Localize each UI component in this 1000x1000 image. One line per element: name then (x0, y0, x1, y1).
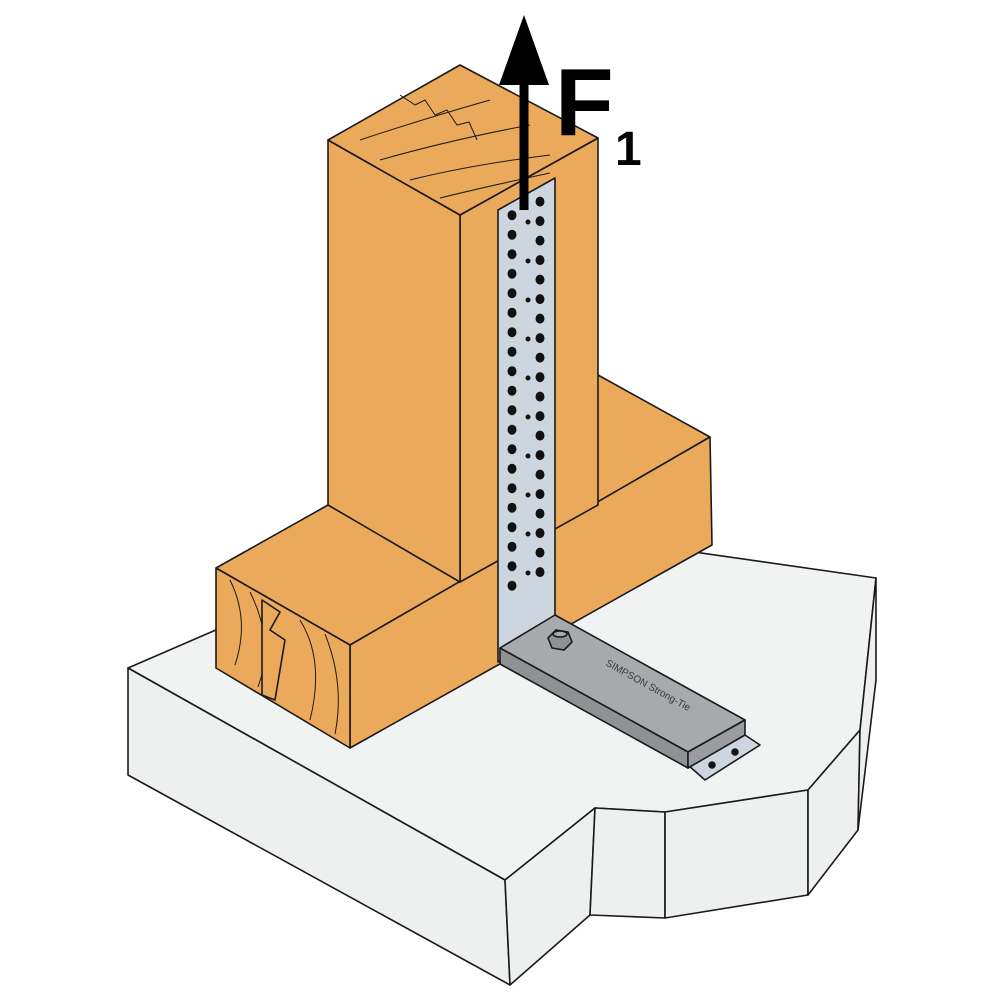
nail-hole (507, 483, 517, 494)
force-subscript: 1 (615, 123, 642, 176)
nail-hole (535, 528, 545, 539)
nail-hole (507, 288, 517, 299)
nail-hole (535, 430, 545, 441)
nail-hole (535, 235, 545, 246)
nail-hole (535, 567, 545, 578)
holdown-bracket (499, 614, 761, 781)
nail-hole (507, 502, 517, 513)
nail-hole (525, 297, 531, 303)
nail-hole (507, 307, 517, 318)
nail-hole (535, 469, 545, 480)
nail-hole (507, 444, 517, 455)
nail-hole (507, 580, 517, 591)
nail-hole (525, 414, 531, 420)
nail-hole (507, 561, 517, 572)
nail-hole (535, 547, 545, 558)
nail-hole (535, 196, 545, 207)
nail-hole (507, 249, 517, 260)
nail-hole (525, 219, 531, 225)
nail-hole (525, 492, 531, 498)
nail-hole (507, 229, 517, 240)
nail-hole (507, 327, 517, 338)
nail-hole (535, 352, 545, 363)
nail-hole (525, 531, 531, 537)
nail-hole (535, 294, 545, 305)
nail-hole (535, 489, 545, 500)
nail-hole (535, 274, 545, 285)
nail-hole (535, 391, 545, 402)
nail-hole (507, 366, 517, 377)
nail-hole (525, 570, 531, 576)
nail-hole (525, 336, 531, 342)
strap-tie (497, 177, 556, 663)
nail-hole (535, 216, 545, 227)
nail-hole (525, 258, 531, 264)
nail-hole (507, 424, 517, 435)
nail-hole (525, 453, 531, 459)
nail-hole (507, 268, 517, 279)
nail-hole (507, 385, 517, 396)
nail-hole (507, 463, 517, 474)
anchor-bolt-nut (547, 629, 573, 651)
nail-hole (535, 333, 545, 344)
nail-hole (535, 372, 545, 383)
nail-hole (507, 522, 517, 533)
force-label: F (555, 49, 614, 156)
nail-hole (507, 405, 517, 416)
wood-post (327, 64, 599, 583)
nail-hole (507, 210, 517, 221)
nail-hole (507, 346, 517, 357)
nail-hole (535, 255, 545, 266)
nail-hole (525, 375, 531, 381)
nail-hole (535, 450, 545, 461)
nail-hole (535, 411, 545, 422)
nail-hole (507, 541, 517, 552)
nail-hole (535, 508, 545, 519)
nail-hole (535, 313, 545, 324)
force-arrow (499, 15, 549, 210)
